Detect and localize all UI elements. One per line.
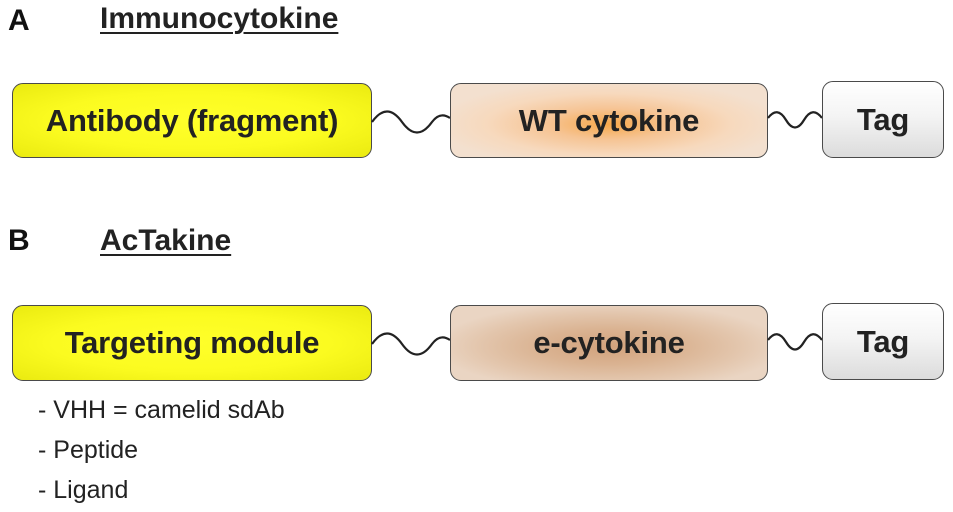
panel-a-title: Immunocytokine (100, 2, 339, 35)
linker-a-2 (767, 111, 823, 129)
linker-a-1 (371, 110, 451, 134)
tag-label-a: Tag (856, 101, 910, 137)
antibody-fragment-box: Antibody (fragment) (12, 83, 372, 158)
targeting-option-vhh: - VHH = camelid sdAb (38, 396, 285, 424)
targeting-option-peptide: - Peptide (38, 436, 139, 464)
panel-b-title: AcTakine (100, 224, 232, 257)
linker-b-2 (767, 333, 823, 351)
panel-a-letter: A (8, 4, 30, 37)
tag-label-b: Tag (856, 323, 910, 359)
panel-b-letter: B (8, 224, 30, 257)
targeting-option-ligand: - Ligand (38, 476, 129, 504)
wt-cytokine-box: WT cytokine (450, 83, 768, 158)
antibody-fragment-label: Antibody (fragment) (45, 102, 339, 138)
wt-cytokine-label: WT cytokine (518, 102, 700, 138)
e-cytokine-label: e-cytokine (533, 325, 685, 360)
targeting-module-label: Targeting module (64, 325, 320, 360)
tag-box-a: Tag (822, 81, 944, 158)
e-cytokine-box: e-cytokine (450, 305, 768, 381)
linker-b-1 (371, 332, 451, 356)
targeting-module-box: Targeting module (12, 305, 372, 381)
tag-box-b: Tag (822, 303, 944, 380)
